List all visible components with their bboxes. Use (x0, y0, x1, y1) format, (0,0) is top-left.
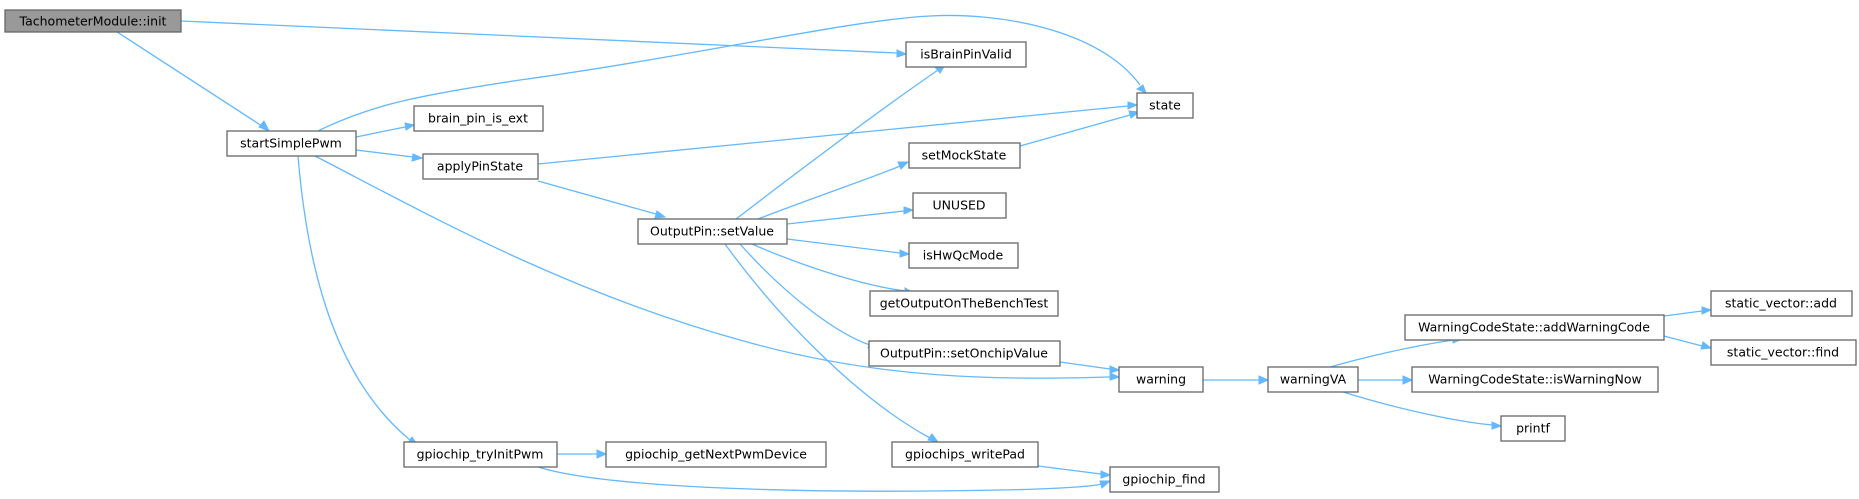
edge-warningva-addwarningcode (1319, 335, 1464, 371)
edge-addwarningcode-staticvectorfind (1663, 335, 1713, 350)
node-label: getOutputOnTheBenchTest (880, 296, 1049, 311)
edge-writepad-gpiochipfind (1037, 465, 1112, 479)
node-addwarningcode[interactable]: WarningCodeState::addWarningCode (1404, 314, 1665, 341)
node-outputpin-setonchipvalue[interactable]: OutputPin::setOnchipValue (868, 340, 1061, 367)
node-applypinstate[interactable]: applyPinState (422, 153, 539, 180)
node-iswarningnow[interactable]: WarningCodeState::isWarningNow (1411, 366, 1659, 393)
node-gpiochip-tryinitpwm[interactable]: gpiochip_tryInitPwm (403, 441, 558, 468)
edge-setmockstate-state (1019, 110, 1141, 147)
edge-setonchipvalue-warning (1059, 361, 1121, 374)
edge-tryinitpwm-getnextpwmdevice (557, 449, 608, 459)
edge-root-startsimplepwm (113, 29, 271, 132)
node-label: WarningCodeState::addWarningCode (1418, 320, 1650, 335)
node-unused[interactable]: UNUSED (912, 192, 1007, 219)
edge-setvalue-gpiochipswritepad (724, 243, 940, 443)
node-label: brain_pin_is_ext (428, 111, 528, 126)
node-tachometermodule-init[interactable]: TachometerModule::init (4, 9, 182, 33)
node-label: setMockState (922, 148, 1007, 163)
node-label: gpiochip_tryInitPwm (417, 447, 544, 462)
edge-warningva-printf (1339, 390, 1503, 430)
node-label: static_vector::add (1725, 296, 1837, 311)
node-static-vector-find[interactable]: static_vector::find (1710, 339, 1857, 366)
node-gpiochip-getnextpwmdevice[interactable]: gpiochip_getNextPwmDevice (605, 441, 827, 468)
edge-startsimplepwm-state (317, 14, 1147, 132)
node-label: isBrainPinValid (920, 47, 1012, 62)
node-outputpin-setvalue[interactable]: OutputPin::setValue (637, 218, 788, 245)
node-label: startSimplePwm (240, 136, 342, 151)
node-warningva[interactable]: warningVA (1267, 366, 1359, 393)
node-getoutputonthebenchtest[interactable]: getOutputOnTheBenchTest (869, 290, 1059, 317)
node-label: gpiochips_writePad (905, 447, 1025, 462)
node-gpiochips-writepad[interactable]: gpiochips_writePad (891, 441, 1039, 468)
node-label: warning (1136, 372, 1186, 387)
edges-layer (113, 14, 1713, 492)
node-label: TachometerModule::init (19, 14, 167, 29)
node-printf[interactable]: printf (1500, 415, 1566, 442)
node-label: static_vector::find (1727, 345, 1839, 360)
node-isbrainpinvalid[interactable]: isBrainPinValid (905, 41, 1027, 68)
node-state[interactable]: state (1136, 92, 1194, 119)
node-label: WarningCodeState::isWarningNow (1428, 372, 1642, 387)
edge-warningva-iswarningnow (1358, 375, 1414, 385)
edge-tryinitpwm-gpiochipfind (534, 465, 1112, 492)
edge-setvalue-setonchipvalue (739, 243, 880, 349)
node-brain-pin-is-ext[interactable]: brain_pin_is_ext (413, 105, 544, 132)
node-ishwqcmode[interactable]: isHwQcMode (908, 242, 1019, 269)
node-label: UNUSED (932, 198, 985, 213)
edge-warning-warningva (1203, 375, 1270, 385)
node-label: isHwQcMode (923, 248, 1004, 263)
node-label: applyPinState (437, 159, 523, 174)
edge-startsimplepwm-brainpinisext (355, 122, 416, 138)
node-startsimplepwm[interactable]: startSimplePwm (226, 130, 357, 157)
node-gpiochip-find[interactable]: gpiochip_find (1109, 466, 1220, 493)
node-static-vector-add[interactable]: static_vector::add (1710, 290, 1853, 317)
node-label: OutputPin::setOnchipValue (880, 346, 1048, 361)
node-label: gpiochip_find (1122, 472, 1205, 487)
node-label: gpiochip_getNextPwmDevice (625, 447, 807, 462)
edge-applypinstate-outputpinsetvalue (537, 180, 667, 219)
edge-setvalue-ishwqcmode (786, 238, 911, 258)
nodes-layer: TachometerModule::init startSimplePwm is… (4, 9, 1857, 493)
node-warning[interactable]: warning (1118, 366, 1204, 393)
edge-root-isbrainpinvalid (180, 20, 908, 58)
edge-setvalue-setmockstate (757, 161, 910, 220)
edge-addwarningcode-staticvectoradd (1663, 306, 1713, 317)
edge-applypinstate-state (537, 101, 1139, 165)
edge-startsimplepwm-applypinstate (355, 149, 424, 162)
node-label: warningVA (1280, 372, 1347, 387)
node-label: printf (1516, 421, 1550, 436)
node-setmockstate[interactable]: setMockState (908, 142, 1021, 169)
node-label: OutputPin::setValue (650, 224, 774, 239)
edge-setvalue-unused (786, 206, 915, 225)
node-label: state (1149, 98, 1181, 113)
edge-startsimplepwm-warning (314, 155, 1121, 381)
